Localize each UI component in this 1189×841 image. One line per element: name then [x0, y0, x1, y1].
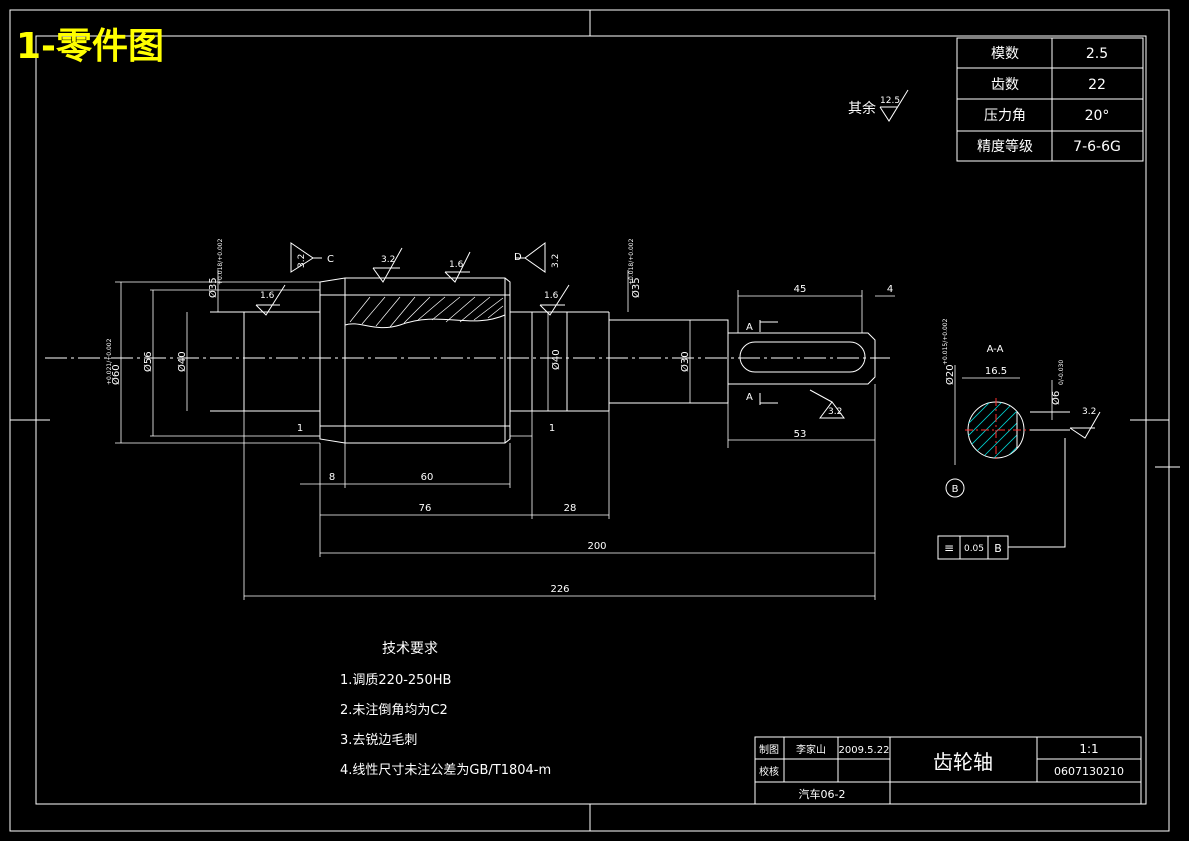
roughness-other-value: 12.5 — [880, 96, 900, 106]
dim-len-53: 53 — [794, 429, 807, 440]
dim-d6: Ø6 — [1050, 391, 1062, 405]
param-label-module: 模数 — [991, 46, 1019, 62]
dim-len-60: 60 — [421, 472, 434, 483]
datum-d: D — [514, 252, 522, 263]
param-value-module: 2.5 — [1086, 46, 1108, 62]
roughness-symbols — [255, 242, 1101, 439]
param-label-accuracy: 精度等级 — [977, 138, 1033, 155]
tb-part-name: 齿轮轴 — [933, 750, 993, 774]
dim-len-76: 76 — [419, 503, 432, 514]
dim-len-28: 28 — [564, 503, 577, 514]
section-cut-markers — [759, 320, 778, 405]
tb-date: 2009.5.22 — [839, 745, 890, 756]
roughness-mark-2: 3.2 — [381, 255, 395, 265]
datum-b: B — [952, 484, 959, 495]
dim-d6-tol: 0/-0.030 — [1058, 360, 1065, 385]
roughness-mark-5: 1.6 — [260, 291, 275, 301]
dim-d20-tol: +0.015/+0.002 — [942, 318, 949, 365]
section-cut-a-bottom: A — [746, 392, 753, 403]
dim-len-200: 200 — [587, 541, 606, 552]
diameter-dimensions — [115, 270, 1053, 465]
tech-req-item-1: 1.调质220-250HB — [340, 673, 451, 688]
param-label-teeth: 齿数 — [991, 77, 1019, 93]
dim-d35-right: Ø35 — [630, 277, 642, 298]
dim-len-45: 45 — [794, 284, 807, 295]
section-title: A-A — [987, 344, 1004, 355]
roughness-mark-4: 3.2 — [551, 254, 561, 268]
gear-param-table: 模数 2.5 齿数 22 压力角 20° 精度等级 7-6-6G — [956, 37, 1144, 162]
shaft-main-view — [45, 277, 890, 444]
title-block: 制图 李家山 2009.5.22 校核 齿轮轴 1:1 0607130210 汽… — [754, 736, 1142, 805]
roughness-mark-3: 1.6 — [449, 260, 464, 270]
dim-d60: Ø60 — [110, 364, 122, 385]
dim-d35-left-tol: +0.018/+0.002 — [217, 238, 224, 285]
dim-len-1-right: 1 — [549, 423, 555, 434]
tech-req-title: 技术要求 — [382, 641, 438, 657]
dim-d20: Ø20 — [944, 364, 956, 385]
sheet-title: 1-零件图 — [16, 26, 164, 67]
dim-d35-right-tol: +0.018/+0.002 — [628, 238, 635, 285]
datum-b-circle — [945, 478, 965, 498]
tb-checked-label: 校核 — [759, 765, 779, 778]
gear-section-hatch — [344, 294, 506, 329]
dim-len-1-left: 1 — [297, 423, 303, 434]
tolerance-frame: ≡ 0.05 B — [937, 438, 1066, 560]
param-value-accuracy: 7-6-6G — [1073, 139, 1121, 155]
tolerance-symbol: ≡ — [944, 541, 954, 555]
dim-d40-left: Ø40 — [176, 351, 188, 372]
dim-len-8: 8 — [329, 472, 335, 483]
dim-len-16-5: 16.5 — [985, 366, 1007, 377]
dim-d40-right: Ø40 — [550, 349, 562, 370]
tech-req-item-2: 2.未注倒角均为C2 — [340, 703, 448, 718]
dim-len-226: 226 — [550, 584, 569, 595]
roughness-mark-1: 3.2 — [297, 254, 307, 268]
dim-d35-left: Ø35 — [207, 277, 219, 298]
section-a-a-view: A-A — [965, 344, 1070, 462]
dim-len-4: 4 — [887, 284, 893, 295]
dim-d30: Ø30 — [679, 351, 691, 372]
dim-d60-tol: +0.021/+0.002 — [106, 338, 113, 385]
roughness-mark-7: 3.2 — [828, 407, 842, 417]
tech-requirements: 技术要求 1.调质220-250HB 2.未注倒角均为C2 3.去锐边毛刺 4.… — [340, 641, 551, 778]
tolerance-value: 0.05 — [964, 544, 984, 554]
tb-class-name: 汽车06-2 — [799, 787, 846, 801]
param-label-pressure-angle: 压力角 — [984, 108, 1026, 124]
tb-drawn-by: 李家山 — [796, 743, 826, 756]
datum-c: C — [327, 254, 334, 265]
param-value-teeth: 22 — [1088, 77, 1106, 93]
roughness-other-label: 其余 — [848, 100, 876, 117]
param-value-pressure-angle: 20° — [1085, 108, 1110, 124]
tolerance-datum: B — [994, 542, 1002, 555]
tech-req-item-4: 4.线性尺寸未注公差为GB/T1804-m — [340, 763, 551, 778]
tb-drawing-no: 0607130210 — [1054, 765, 1124, 778]
dim-d56: Ø56 — [142, 351, 154, 372]
tb-drawn-label: 制图 — [759, 743, 779, 756]
roughness-mark-8: 3.2 — [1082, 407, 1096, 417]
length-dimensions — [243, 290, 1020, 600]
tb-scale: 1:1 — [1079, 742, 1098, 756]
roughness-other: 其余 12.5 — [848, 89, 909, 122]
tech-req-item-3: 3.去锐边毛刺 — [340, 733, 417, 748]
roughness-mark-6: 1.6 — [544, 291, 559, 301]
section-cut-a-top: A — [746, 322, 753, 333]
